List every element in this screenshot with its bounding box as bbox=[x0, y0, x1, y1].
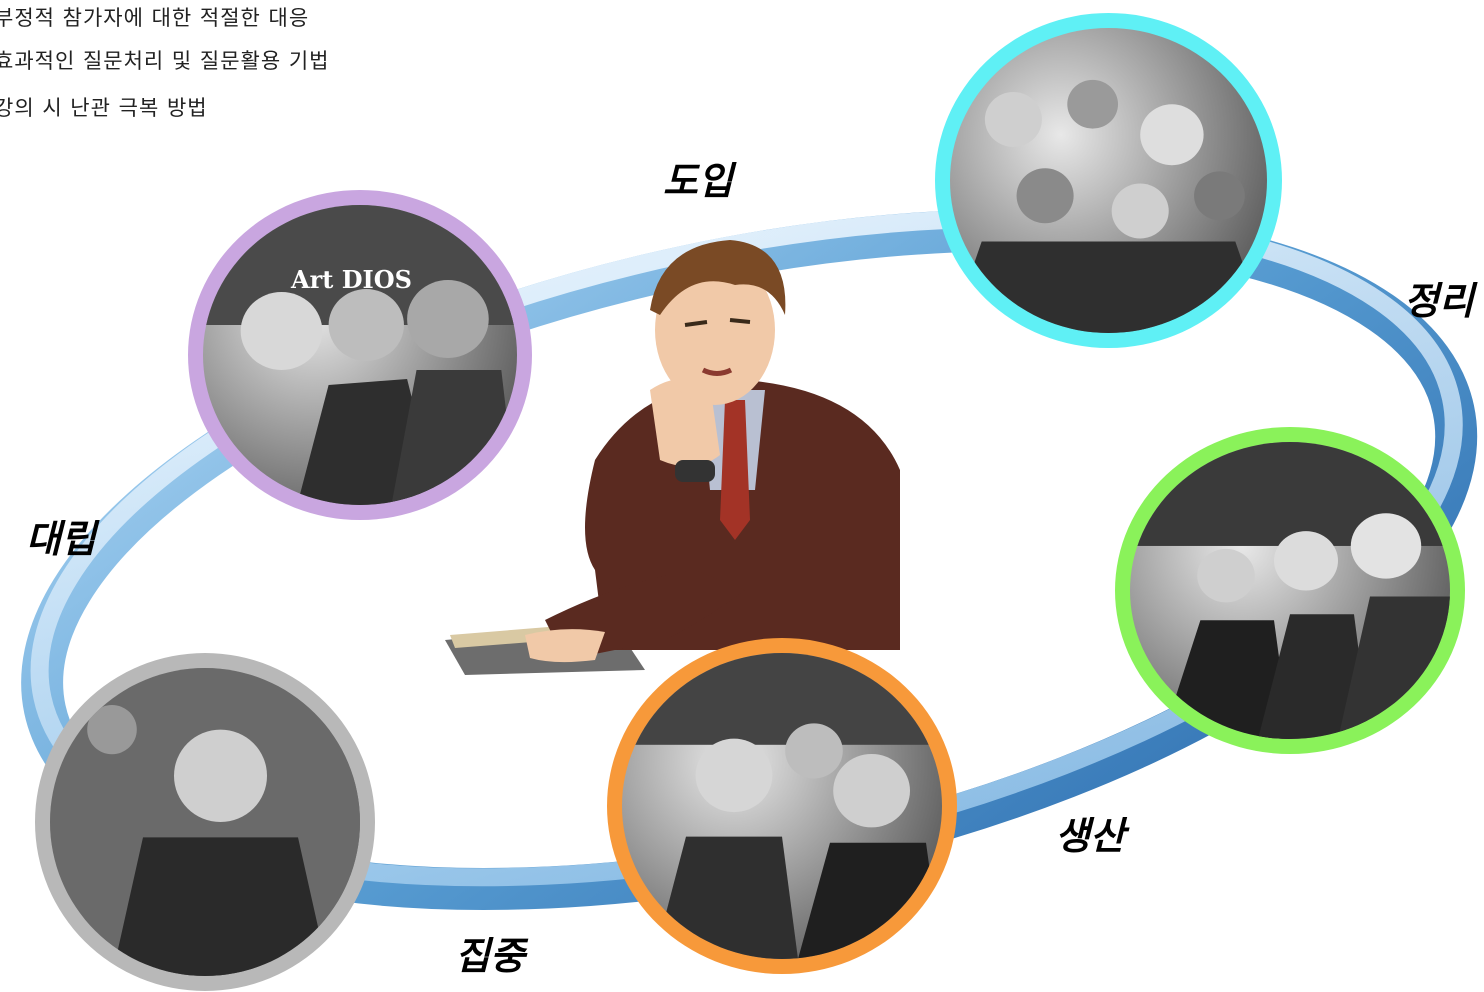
bullet-text-2: 효과적인 질문처리 및 질문활용 기법 bbox=[0, 49, 330, 73]
stage-label-conflict: 대립 bbox=[26, 517, 96, 561]
bullet-text-1: 부정적 참가자에 대한 적절한 대응 bbox=[0, 6, 310, 30]
photo-audience-laughing bbox=[1115, 427, 1465, 754]
photo-sign-text: Art DIOS bbox=[291, 265, 412, 294]
stage-label-production: 생산 bbox=[1055, 814, 1125, 858]
photo-meeting-people: Art DIOS bbox=[188, 190, 532, 520]
photo-crowd-applause bbox=[935, 13, 1282, 348]
stage-label-intro: 도입 bbox=[663, 159, 733, 203]
bullet-text-3: 강의 시 난관 극복 방법 bbox=[0, 96, 208, 120]
stage-label-summary: 정리 bbox=[1404, 279, 1474, 323]
stage-label-focus: 집중 bbox=[455, 934, 525, 978]
presenter-illustration bbox=[445, 240, 900, 675]
photo-men-listening bbox=[607, 638, 957, 974]
photo-man-seated bbox=[35, 653, 375, 991]
